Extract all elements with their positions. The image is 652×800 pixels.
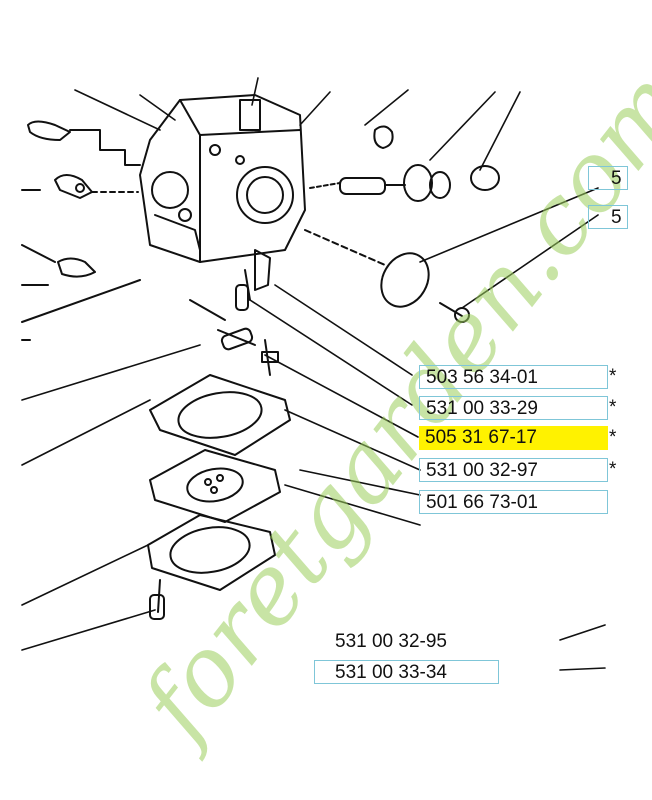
part-star: * bbox=[609, 397, 617, 418]
part-label-531-00-33-34: 531 00 33-34 bbox=[314, 660, 499, 684]
part-star: * bbox=[609, 427, 617, 448]
part-label-505-31-67-17: 505 31 67-17 bbox=[419, 426, 608, 450]
part-label-501-66-73-01: 501 66 73-01 bbox=[419, 490, 608, 514]
left-small-parts bbox=[21, 120, 141, 341]
part-label-531-00-32-95: 531 00 32-95 bbox=[335, 631, 447, 652]
carburetor-body bbox=[139, 94, 306, 263]
part-label-cut-2: 5 bbox=[588, 205, 628, 229]
gasket-stack bbox=[147, 374, 291, 620]
part-label-503-56-34-01: 503 56 34-01 bbox=[419, 365, 608, 389]
part-star: * bbox=[609, 459, 617, 480]
part-label-531-00-33-29: 531 00 33-29 bbox=[419, 396, 608, 420]
part-label-531-00-32-97: 531 00 32-97 bbox=[419, 458, 608, 482]
part-star: * bbox=[609, 366, 617, 387]
part-label-cut-1: 5 bbox=[588, 166, 628, 190]
right-side-parts bbox=[304, 125, 500, 323]
center-screws bbox=[189, 249, 279, 376]
leader-lines bbox=[21, 77, 606, 671]
